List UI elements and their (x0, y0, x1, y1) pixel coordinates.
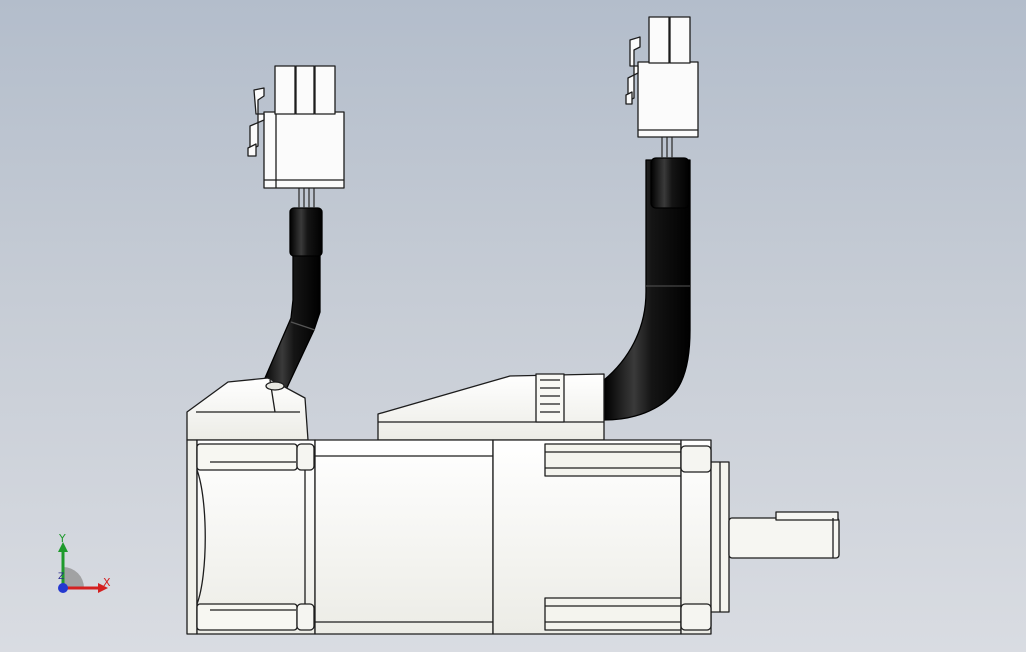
x-axis-label: X (103, 576, 111, 589)
encoder-connector (625, 16, 699, 138)
y-axis-label: Y (59, 532, 66, 545)
encoder-cable (603, 136, 691, 421)
motor-body (186, 373, 840, 635)
power-connector (247, 65, 345, 189)
coordinate-triad: X Y Z (40, 525, 130, 605)
power-cable (261, 187, 323, 395)
triad-icon (58, 542, 108, 593)
z-axis-label: Z (58, 572, 65, 582)
